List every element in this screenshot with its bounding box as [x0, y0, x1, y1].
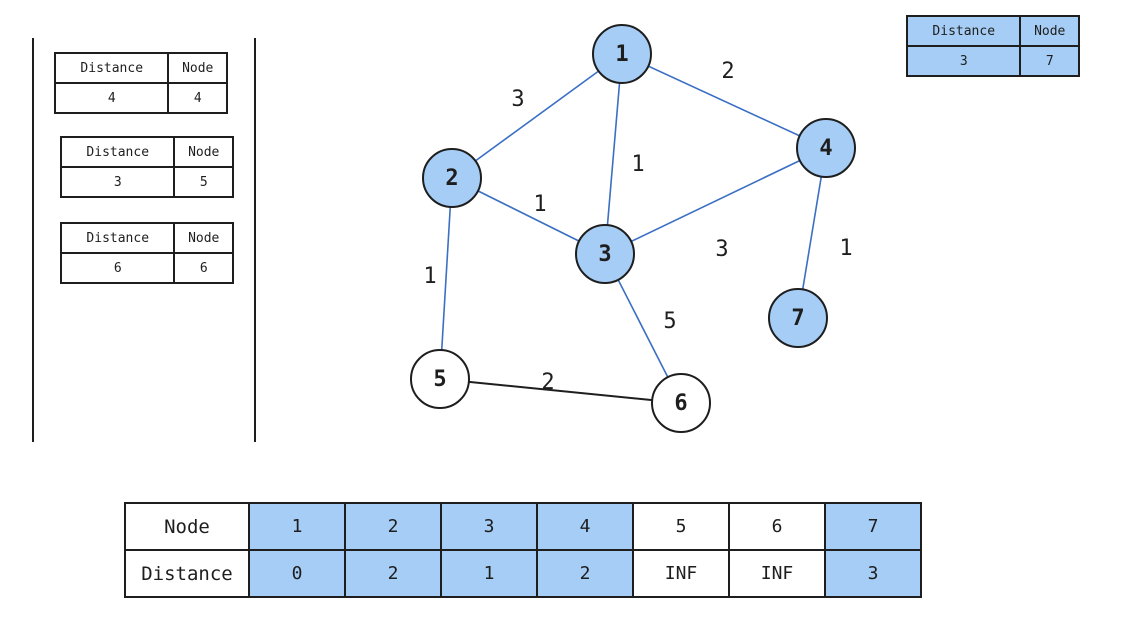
- node-5: [410, 349, 470, 409]
- edge-3-4: [604, 147, 827, 255]
- queue-entry: Distance Node 6 6: [59, 222, 234, 284]
- edge-weight-2-3: 1: [533, 192, 546, 217]
- edge-weight-3-6: 5: [663, 309, 676, 334]
- edge-5-6: [439, 378, 682, 404]
- distance-header: Distance: [905, 15, 1022, 47]
- node-6: [651, 373, 711, 433]
- edge-1-4: [621, 53, 827, 149]
- node-2: [422, 148, 482, 208]
- current-entry: Distance Node 3 7: [905, 15, 1080, 77]
- graph-edges: [439, 53, 827, 404]
- node-value: 7: [1019, 45, 1080, 77]
- edge-weight-5-6: 2: [541, 370, 554, 395]
- node-row-header: Node: [124, 502, 250, 551]
- distance-value: 4: [53, 82, 170, 114]
- distance-header: Distance: [59, 136, 176, 168]
- node-value: 6: [173, 252, 234, 284]
- node-label-7: 7: [791, 306, 804, 331]
- distance-cell-2: 2: [344, 549, 442, 598]
- distance-cell-3: 1: [440, 549, 538, 598]
- edge-1-2: [451, 53, 623, 179]
- edge-weight-1-3: 1: [631, 152, 644, 177]
- node-cell-1: 1: [248, 502, 346, 551]
- distance-value: 3: [905, 45, 1022, 77]
- node-4: [796, 118, 856, 178]
- queue-right-wall: [254, 38, 256, 442]
- node-label-6: 6: [674, 391, 687, 416]
- node-cell-7: 7: [824, 502, 922, 551]
- node-header: Node: [1019, 15, 1080, 47]
- node-header: Node: [173, 136, 234, 168]
- edge-weight-3-4: 3: [715, 237, 728, 262]
- distance-cell-4: 2: [536, 549, 634, 598]
- distance-row-header: Distance: [124, 549, 250, 598]
- node-label-1: 1: [615, 42, 628, 67]
- queue-entry: Distance Node 3 5: [59, 136, 234, 198]
- node-header: Node: [173, 222, 234, 254]
- edge-weight-1-4: 2: [721, 59, 734, 84]
- distance-value: 6: [59, 252, 176, 284]
- distance-cell-5: INF: [632, 549, 730, 598]
- node-cell-2: 2: [344, 502, 442, 551]
- queue-entry: Distance Node 4 4: [53, 52, 228, 114]
- distance-cell-6: INF: [728, 549, 826, 598]
- node-7: [768, 288, 828, 348]
- graph-nodes: 1 2 3 4 5 6 7: [410, 24, 856, 433]
- node-1: [592, 24, 652, 84]
- node-3: [575, 224, 635, 284]
- graph-edge-labels: 3 1 2 1 1 3 5 1 2: [423, 59, 852, 395]
- node-cell-6: 6: [728, 502, 826, 551]
- distance-value: 3: [59, 166, 176, 198]
- edge-weight-4-7: 1: [839, 236, 852, 261]
- edge-weight-1-2: 3: [511, 87, 524, 112]
- node-value: 5: [173, 166, 234, 198]
- queue-left-wall: [32, 38, 34, 442]
- node-cell-3: 3: [440, 502, 538, 551]
- node-cell-5: 5: [632, 502, 730, 551]
- edge-2-5: [439, 177, 453, 380]
- edge-weight-2-5: 1: [423, 264, 436, 289]
- node-value: 4: [167, 82, 228, 114]
- node-cell-4: 4: [536, 502, 634, 551]
- node-label-5: 5: [433, 367, 446, 392]
- edge-1-3: [604, 53, 623, 255]
- node-label-4: 4: [819, 136, 832, 161]
- distance-header: Distance: [59, 222, 176, 254]
- distance-cell-1: 0: [248, 549, 346, 598]
- distance-cell-7: 3: [824, 549, 922, 598]
- node-label-2: 2: [445, 166, 458, 191]
- distance-header: Distance: [53, 52, 170, 84]
- node-header: Node: [167, 52, 228, 84]
- node-label-3: 3: [598, 242, 611, 267]
